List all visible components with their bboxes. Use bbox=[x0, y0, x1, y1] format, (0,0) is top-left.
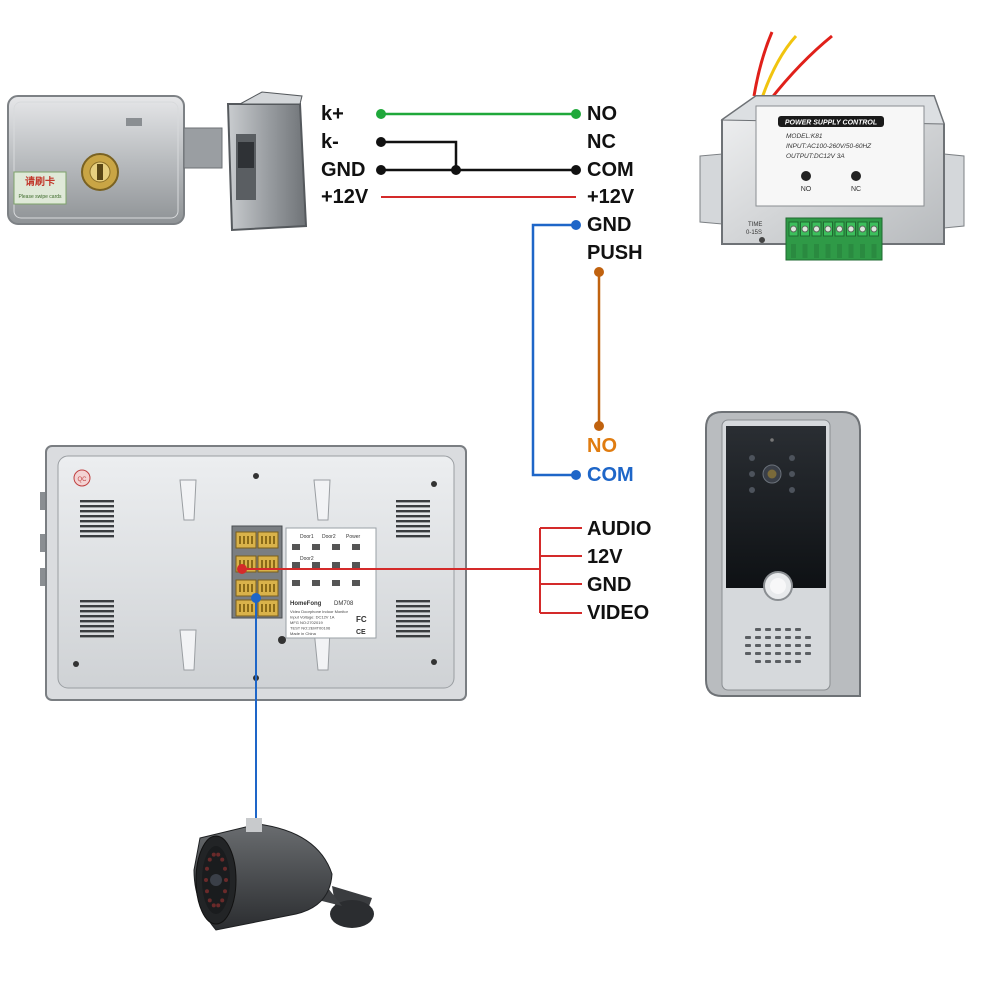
monitor-model: DM708 bbox=[334, 601, 354, 607]
video-terminal-12v: 12V bbox=[587, 546, 623, 568]
psu-nc-led-icon bbox=[851, 171, 861, 181]
monitor-vents bbox=[80, 500, 430, 638]
psu-terminal-com: COM bbox=[587, 159, 634, 181]
wire-kminus-com bbox=[381, 140, 458, 170]
psu-input: INPUT:AC100-260V/50-60HZ bbox=[786, 143, 872, 150]
psu-terminal-12v: +12V bbox=[587, 186, 635, 208]
electric-lock: 请刷卡 Please swipe cards bbox=[7, 95, 223, 225]
video-terminal-video: VIDEO bbox=[587, 602, 650, 624]
lock-terminal-kplus: k+ bbox=[321, 103, 344, 125]
monitor-sticker-line: MFG NO:2702019 bbox=[290, 620, 323, 625]
junction-dot bbox=[594, 421, 604, 431]
junction-dot bbox=[251, 593, 261, 603]
wires bbox=[237, 109, 604, 818]
psu-terminal-push: PUSH bbox=[587, 242, 643, 264]
power-supply: POWER SUPPLY CONTROL MODEL:K81 INPUT:AC1… bbox=[699, 31, 965, 261]
psu-terminal-block bbox=[785, 217, 883, 261]
monitor-port-label: Door2 bbox=[300, 556, 314, 562]
psu-terminal-no: NO bbox=[587, 103, 617, 125]
psu-btn-no: NO bbox=[801, 186, 812, 193]
monitor-sticker-line: Input Voltage: DC12V 1A bbox=[290, 615, 335, 620]
psu-title: POWER SUPPLY CONTROL bbox=[785, 120, 877, 127]
camera-ir-leds-icon bbox=[204, 852, 228, 908]
psu-time-range: 0-15S bbox=[746, 230, 762, 236]
monitor-hooks bbox=[179, 479, 331, 671]
cctv-camera bbox=[193, 818, 374, 931]
psu-no-led-icon bbox=[801, 171, 811, 181]
monitor-sticker-line: Video Doorphone Indoor Monitor bbox=[290, 609, 349, 614]
monitor-port-label: Door1 bbox=[300, 534, 314, 540]
video-terminal-gnd: GND bbox=[587, 574, 632, 596]
monitor-sticker-line: Made in China bbox=[290, 631, 317, 636]
lock-plate-sub: Please swipe cards bbox=[18, 194, 62, 200]
lock-plate-label: 请刷卡 bbox=[25, 175, 55, 188]
monitor-brand: HomeFong bbox=[290, 601, 322, 607]
psu-btn-nc: NC bbox=[851, 186, 861, 193]
doorbell-terminal-no: NO bbox=[587, 435, 617, 457]
ir-led-array-icon bbox=[749, 455, 795, 493]
lock-strike-plate bbox=[226, 91, 308, 232]
psu-terminal-gnd: GND bbox=[587, 214, 632, 236]
psu-output: OUTPUT:DC12V 3A bbox=[786, 153, 845, 160]
lock-terminal-12v: +12V bbox=[321, 186, 369, 208]
junction-dot bbox=[571, 109, 581, 119]
psu-terminal-nc: NC bbox=[587, 131, 616, 153]
junction-dot bbox=[376, 165, 386, 175]
psu-time-label: TIME bbox=[748, 222, 762, 228]
video-terminal-audio: AUDIO bbox=[587, 518, 652, 540]
wire-gnd-to-bell-com bbox=[531, 223, 576, 477]
speaker-grille-icon bbox=[745, 628, 811, 663]
junction-dot bbox=[376, 109, 386, 119]
junction-dot bbox=[376, 137, 386, 147]
junction-dot bbox=[571, 165, 581, 175]
monitor-port-label: Power bbox=[346, 534, 361, 540]
psu-wires bbox=[752, 31, 833, 101]
psu-time-knob-icon[interactable] bbox=[759, 237, 765, 243]
junction-dot bbox=[594, 267, 604, 277]
svg-text:CE: CE bbox=[356, 629, 366, 636]
junction-dot bbox=[237, 564, 247, 574]
lock-terminal-gnd: GND bbox=[321, 159, 366, 181]
doorbell-terminal-com: COM bbox=[587, 464, 634, 486]
lock-terminal-kminus: k- bbox=[321, 131, 339, 153]
junction-dot bbox=[571, 470, 581, 480]
junction-dot bbox=[451, 165, 461, 175]
outdoor-doorbell bbox=[705, 411, 861, 697]
psu-model: MODEL:K81 bbox=[786, 133, 823, 140]
svg-text:FC: FC bbox=[356, 615, 367, 624]
monitor-sticker-line: TEST NO:2EMT00106 bbox=[290, 626, 331, 631]
monitor-port-label: Door2 bbox=[322, 534, 336, 540]
monitor-qc-label: QC bbox=[78, 477, 88, 483]
junction-dot bbox=[571, 220, 581, 230]
